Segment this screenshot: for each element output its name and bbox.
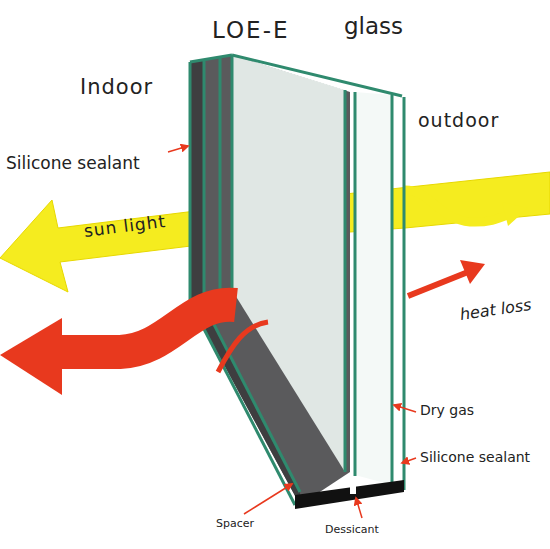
glass-pane [232,55,345,472]
part-label: outdoor [418,110,499,131]
part-label: LOE-E [212,18,289,43]
heat-loss-arrow [408,272,468,296]
part-label: Silicone sealant [6,154,140,173]
part-label: Silicone sealant [420,450,530,465]
part-label: Spacer [216,518,254,530]
loe-e-pane [190,55,350,505]
part-label: glass [344,14,403,39]
part-label: Dessicant [325,524,379,536]
heat-reflection-curl [218,322,268,372]
glass-edges [190,55,404,505]
heat-reflection-head [0,318,62,395]
reflection-arrow-head [502,202,528,226]
spacer [295,480,404,509]
heat-reflection-arrow [60,305,236,352]
heat-loss-head [460,260,485,284]
part-label: heat loss [459,296,533,323]
part-label: Indoor [80,76,153,99]
reflection-arrow [405,190,510,222]
part-label: Dry gas [420,403,474,418]
leader-lines [168,146,416,518]
dessicant [350,478,356,494]
glass-pane [355,92,392,485]
